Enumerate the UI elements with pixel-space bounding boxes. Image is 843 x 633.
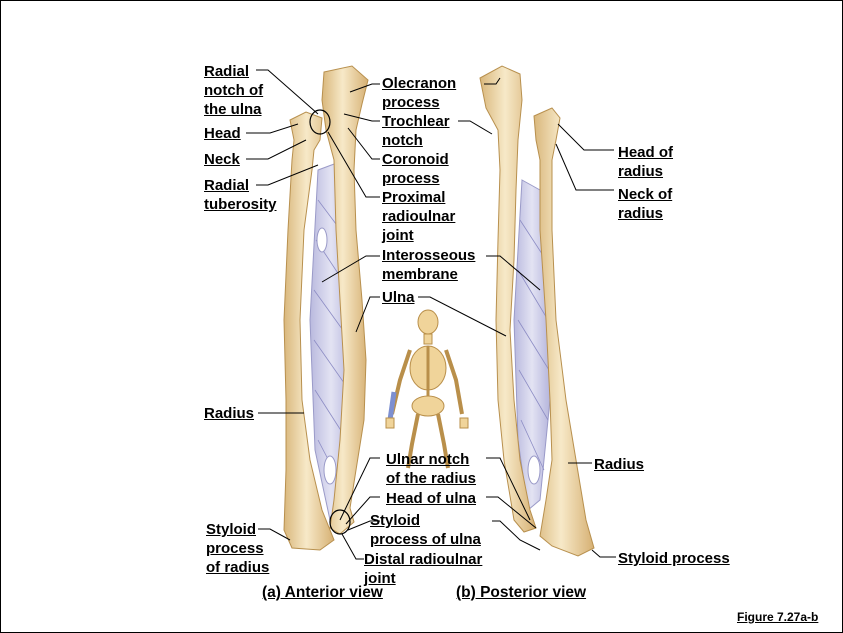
label-head-of-ulna: Head of ulna [386,490,477,507]
proximal-joint-circle [309,109,331,135]
label-neck: Neck [204,151,240,168]
posterior-radius [533,107,595,557]
leader-lines [246,69,616,560]
posterior-ulna [479,65,537,533]
label-ulna: Ulna [382,289,415,306]
distal-joint-circle [329,509,351,535]
label-head: Head [204,125,241,142]
label-styloid-process: Styloid process [618,550,730,567]
label-radius-posterior: Radius [594,456,645,473]
posterior-view [479,65,595,557]
label-radius-anterior: Radius [204,405,255,422]
skeleton-inset [385,309,469,469]
anterior-ulna [321,65,369,535]
caption-posterior: (b) Posterior view [456,584,587,601]
figure-number: Figure 7.27a-b [737,610,819,624]
caption-anterior: (a) Anterior view [262,584,383,601]
anterior-view [283,65,369,551]
anterior-radius [283,111,335,551]
